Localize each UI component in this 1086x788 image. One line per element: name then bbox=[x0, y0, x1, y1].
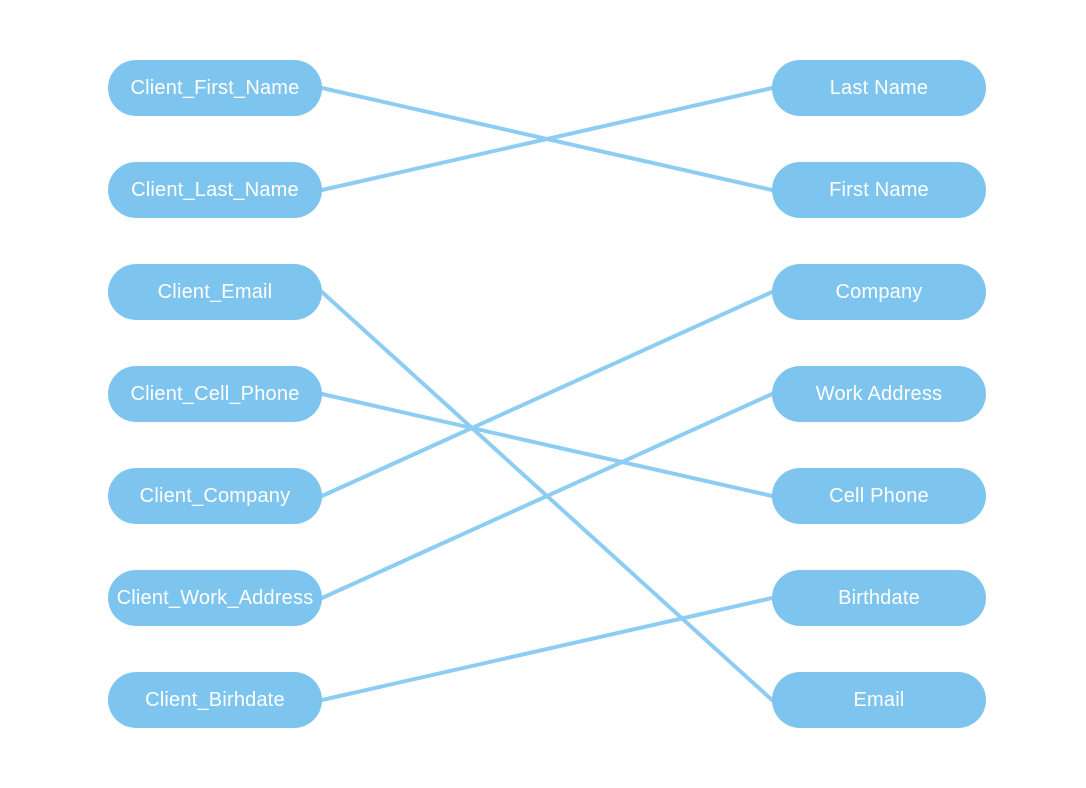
target-field-first-name[interactable]: First Name bbox=[772, 162, 986, 218]
source-field-client-work-address[interactable]: Client_Work_Address bbox=[108, 570, 322, 626]
source-fields-column: Client_First_Name Client_Last_Name Clien… bbox=[108, 60, 322, 728]
target-field-cell-phone[interactable]: Cell Phone bbox=[772, 468, 986, 524]
source-field-client-cell-phone[interactable]: Client_Cell_Phone bbox=[108, 366, 322, 422]
mapping-line-client_first_name-to-first_name bbox=[320, 86, 774, 192]
target-field-birthdate[interactable]: Birthdate bbox=[772, 570, 986, 626]
mapping-line-client_email-to-email bbox=[320, 290, 774, 702]
source-field-client-first-name[interactable]: Client_First_Name bbox=[108, 60, 322, 116]
source-field-client-company[interactable]: Client_Company bbox=[108, 468, 322, 524]
source-field-client-birhdate[interactable]: Client_Birhdate bbox=[108, 672, 322, 728]
mapping-line-client_cell_phone-to-cell_phone bbox=[320, 392, 774, 498]
source-field-client-email[interactable]: Client_Email bbox=[108, 264, 322, 320]
target-field-email[interactable]: Email bbox=[772, 672, 986, 728]
target-fields-column: Last Name First Name Company Work Addres… bbox=[772, 60, 986, 728]
target-field-company[interactable]: Company bbox=[772, 264, 986, 320]
source-field-client-last-name[interactable]: Client_Last_Name bbox=[108, 162, 322, 218]
target-field-last-name[interactable]: Last Name bbox=[772, 60, 986, 116]
mapping-line-client_work_address-to-work_address bbox=[320, 392, 774, 600]
mapping-line-client_last_name-to-last_name bbox=[320, 86, 774, 192]
mapping-line-client_birhdate-to-birthdate bbox=[320, 596, 774, 702]
mapping-line-client_company-to-company bbox=[320, 290, 774, 498]
target-field-work-address[interactable]: Work Address bbox=[772, 366, 986, 422]
